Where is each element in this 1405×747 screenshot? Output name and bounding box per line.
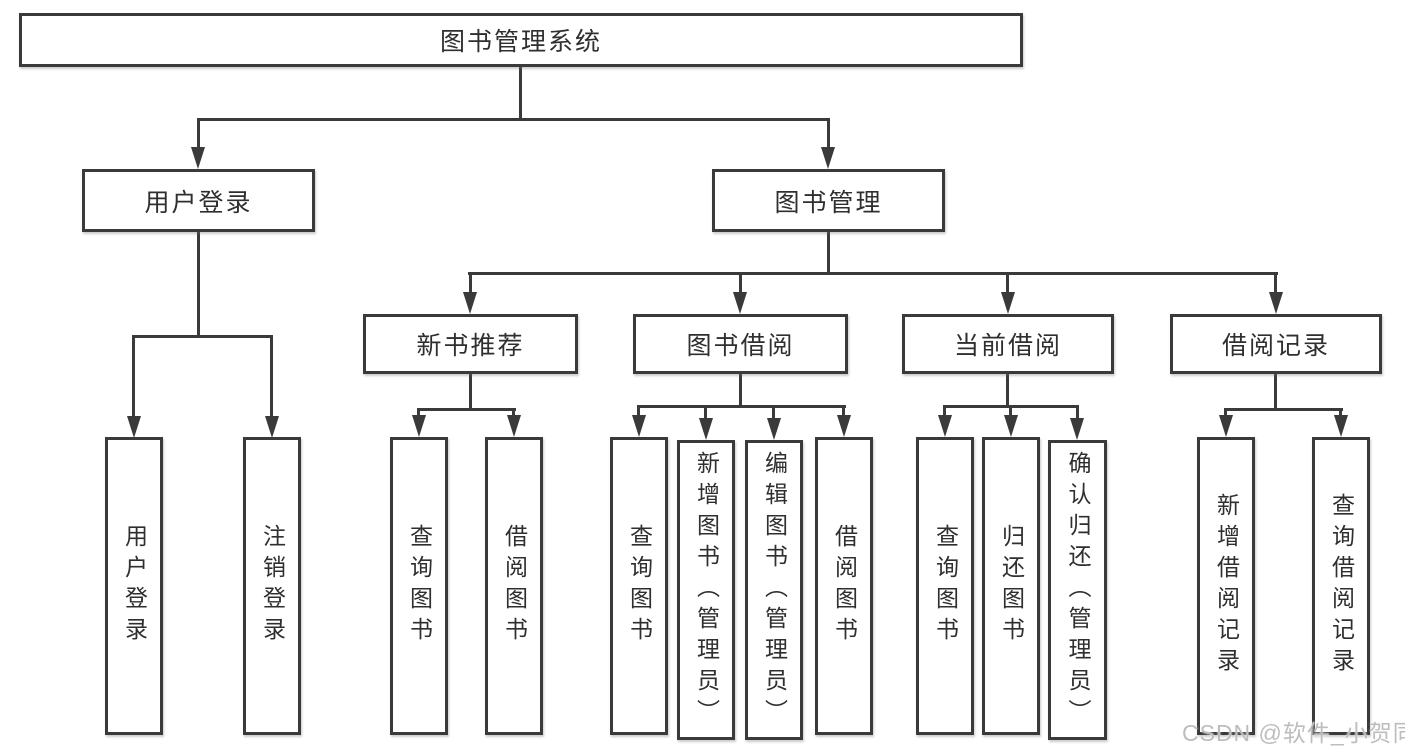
connector-line	[739, 272, 742, 296]
connector-line	[132, 335, 135, 419]
leaf-return-books: 归还图书	[982, 437, 1040, 735]
arrow-down-icon	[1269, 292, 1283, 314]
arrow-down-icon	[1219, 415, 1233, 437]
leaf-borrow-books-1: 借阅图书	[485, 437, 543, 735]
connector-line	[1274, 374, 1277, 411]
connector-line	[704, 405, 707, 421]
arrow-down-icon	[507, 415, 521, 437]
node-library-management-system: 图书管理系统	[19, 13, 1023, 67]
arrow-down-icon	[821, 147, 835, 169]
connector-line	[1009, 405, 1012, 418]
leaf-query-books-3: 查询图书	[916, 437, 974, 735]
arrow-down-icon	[127, 416, 141, 438]
node-book-borrowing: 图书借阅	[633, 314, 848, 374]
connector-line	[512, 408, 515, 418]
node-book-management-branch: 图书管理	[712, 169, 945, 232]
node-user-login-branch: 用户登录	[82, 169, 315, 232]
arrow-down-icon	[1001, 292, 1015, 314]
connector-line	[739, 374, 742, 408]
connector-line	[469, 272, 472, 296]
connector-line	[197, 232, 200, 336]
leaf-user-login: 用户登录	[105, 437, 163, 735]
node-new-book-recommendation: 新书推荐	[363, 314, 578, 374]
leaf-add-books-admin: 新增图书（管理员）	[677, 440, 735, 740]
node-current-borrowing: 当前借阅	[902, 314, 1114, 374]
leaf-edit-books-admin: 编辑图书（管理员）	[745, 440, 803, 740]
arrow-down-icon	[1070, 418, 1084, 440]
arrow-down-icon	[265, 416, 279, 438]
arrow-down-icon	[1334, 415, 1348, 437]
connector-line	[468, 272, 1278, 275]
node-borrowing-records: 借阅记录	[1170, 314, 1382, 374]
connector-line	[1224, 408, 1343, 411]
connector-line	[197, 118, 830, 121]
connector-line	[1006, 374, 1009, 408]
connector-line	[827, 118, 830, 150]
connector-line	[197, 118, 200, 150]
arrow-down-icon	[1004, 415, 1018, 437]
leaf-borrow-books-2: 借阅图书	[815, 437, 873, 735]
connector-line	[417, 408, 420, 418]
arrow-down-icon	[632, 415, 646, 437]
connector-line	[1224, 408, 1227, 418]
connector-line	[772, 405, 775, 421]
connector-line	[1274, 272, 1277, 296]
connector-line	[827, 232, 830, 275]
leaf-add-borrow-record: 新增借阅记录	[1197, 437, 1255, 735]
connector-line	[637, 405, 640, 418]
arrow-down-icon	[412, 415, 426, 437]
leaf-logout: 注销登录	[243, 437, 301, 735]
arrow-down-icon	[938, 415, 952, 437]
connector-line	[1076, 405, 1079, 421]
connector-line	[417, 408, 516, 411]
connector-line	[132, 335, 273, 338]
arrow-down-icon	[463, 292, 477, 314]
connector-line	[1006, 272, 1009, 296]
connector-line	[943, 405, 946, 418]
connector-line	[469, 374, 472, 411]
connector-line	[270, 335, 273, 419]
leaf-query-books-2: 查询图书	[610, 437, 668, 735]
leaf-query-borrow-record: 查询借阅记录	[1312, 437, 1370, 735]
connector-line	[519, 67, 522, 121]
leaf-confirm-return-admin: 确认归还（管理员）	[1048, 440, 1107, 740]
leaf-query-books-1: 查询图书	[390, 437, 448, 735]
arrow-down-icon	[733, 292, 747, 314]
connector-line	[637, 405, 846, 408]
arrow-down-icon	[699, 418, 713, 440]
arrow-down-icon	[191, 147, 205, 169]
connector-line	[1339, 408, 1342, 418]
connector-line	[842, 405, 845, 418]
arrow-down-icon	[767, 418, 781, 440]
arrow-down-icon	[837, 415, 851, 437]
csdn-watermark: CSDN @软件_小贺同学	[1182, 720, 1405, 746]
